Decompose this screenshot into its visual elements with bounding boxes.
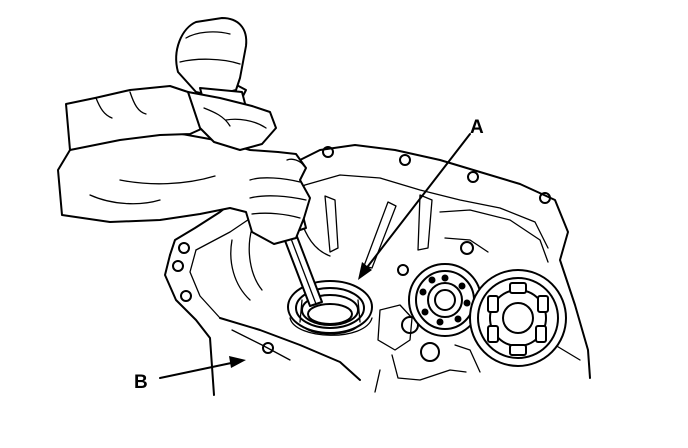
bolt-hole: [180, 290, 192, 302]
callout-label-a: A: [470, 117, 484, 138]
bolt-hole: [399, 154, 411, 166]
callout-label-b: B: [134, 372, 148, 393]
hand-holding-driver: [57, 129, 311, 245]
bolt-hole: [322, 146, 334, 158]
leader-line-a: [364, 133, 471, 271]
seal-bore: [287, 280, 373, 336]
bolt-hole: [467, 171, 479, 183]
arrowhead-b-icon: [229, 356, 246, 368]
bearing-large: [469, 269, 567, 367]
housing-boss: [460, 241, 474, 255]
housing-boss: [397, 264, 409, 276]
arrowhead-a-icon: [358, 262, 372, 280]
bolt-hole: [172, 260, 184, 272]
callout-a: A: [358, 117, 484, 280]
callout-b: B: [134, 356, 246, 393]
bolt-hole: [178, 242, 190, 254]
bolt-hole: [539, 192, 551, 204]
hand-holding-hammer: [65, 85, 277, 151]
leader-line-b: [159, 361, 237, 379]
housing-boss: [420, 342, 440, 362]
bolt-hole: [262, 342, 274, 354]
